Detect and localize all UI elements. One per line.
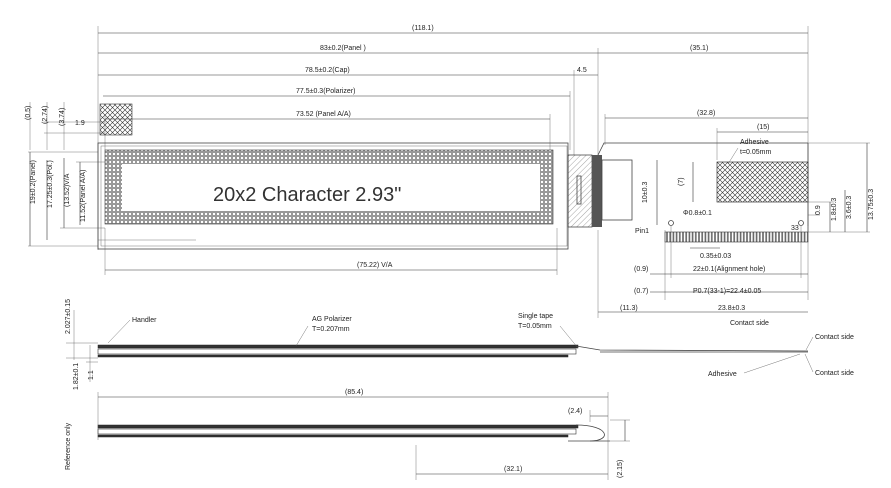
fpc-stiffener (592, 155, 602, 227)
dim-0-5: (0.5) (25, 106, 32, 120)
dim-alignment-hole: 22±0.1(Alignment hole) (693, 266, 765, 273)
pin1-label: Pin1 (635, 228, 649, 235)
dim-overall: (118.1) (412, 25, 434, 32)
ag-polarizer-label: AG Polarizer (312, 316, 352, 323)
adhesive-thickness: t=0.05mm (740, 149, 771, 156)
reference-only-label: Reference only (65, 422, 72, 470)
dim-11-3: (11.3) (620, 305, 638, 312)
dim-0-9: 0.9 (815, 205, 822, 215)
left-dimensions (28, 102, 110, 247)
dim-7: (7) (678, 177, 685, 186)
dim-15: (15) (757, 124, 769, 131)
dim-2-15: (2.15) (617, 460, 624, 478)
dim-10: 10±0.3 (642, 182, 649, 203)
dim-13-75: 13.75±0.3 (868, 189, 875, 220)
lcd-front-view (97, 103, 569, 250)
dim-pol-height: 17.25±0.3(Pol.) (47, 160, 54, 208)
single-tape-label: Single tape (518, 313, 553, 320)
dim-2-4: (2.4) (568, 408, 582, 415)
tape-thickness: T=0.05mm (518, 323, 552, 330)
fpc-bend-hatched (567, 154, 593, 228)
dim-85-4: (85.4) (345, 389, 363, 396)
polarizer-corner-detail (99, 103, 133, 136)
va-dimension (98, 228, 558, 275)
handler-label: Handler (132, 317, 157, 324)
side-view (66, 310, 809, 382)
dim-fpc-length: (35.1) (690, 45, 708, 52)
dim-2-74: (2.74) (42, 106, 49, 124)
matrix-label-area (122, 164, 540, 211)
dim-va-width: (75.22) V/A (357, 262, 393, 269)
dim-1-8: 1.8±0.3 (831, 198, 838, 221)
adhesive-area (716, 161, 809, 203)
contact-side-label: Contact side (730, 320, 769, 327)
reference-view (97, 392, 630, 480)
dim-aa-height: 11.52(Panel A/A) (80, 170, 87, 222)
alignment-hole-left (668, 220, 674, 226)
ag-polarizer-thickness: T=0.207mm (312, 326, 350, 333)
pin33-label: 33 (791, 225, 799, 232)
alignment-hole-right (798, 220, 804, 226)
fpc-region (567, 142, 809, 300)
display-title: 20x2 Character 2.93" (213, 184, 401, 206)
contact-side-bottom: Contact side (815, 370, 854, 377)
dim-32-1: (32.1) (504, 466, 522, 473)
dim-polarizer: 77.5±0.3(Polarizer) (296, 88, 355, 95)
dim-va-height: (13.52)V/A (64, 173, 71, 207)
dim-panel: 83±0.2(Panel ) (320, 45, 366, 52)
contact-side-top: Contact side (815, 334, 854, 341)
dim-3-74: (3.74) (59, 108, 66, 126)
dim-hole: Φ0.8±0.1 (683, 210, 712, 217)
adhesive-label: Adhesive (740, 139, 769, 146)
dim-1-1: 1.1 (88, 370, 95, 380)
dim-cap-gap: 4.5 (577, 67, 587, 74)
dim-pitch: P0.7(33-1)=22.4±0.05 (693, 288, 761, 295)
dim-1-82: 1.82±0.1 (73, 363, 80, 390)
dim-2-027: 2.027±0.15 (65, 299, 72, 334)
dim-cap: 78.5±0.2(Cap) (305, 67, 350, 74)
dim-0-9b: (0.9) (634, 266, 648, 273)
fpc-contact-pins (664, 231, 809, 243)
fpc-dimensions (597, 114, 870, 318)
dim-3-6: 3.6±0.3 (846, 196, 853, 219)
dim-0-7: (0.7) (634, 288, 648, 295)
dim-pin-width: 0.35±0.03 (700, 253, 731, 260)
dim-32-8: (32.8) (697, 110, 715, 117)
dim-23-8: 23.8±0.3 (718, 305, 745, 312)
adhesive-side-label: Adhesive (708, 371, 737, 378)
dim-panel-aa: 73.52 (Panel A/A) (296, 111, 351, 118)
dim-panel-height: 19±0.2(Panel) (30, 160, 37, 204)
dim-1-9: 1.9 (75, 120, 85, 127)
